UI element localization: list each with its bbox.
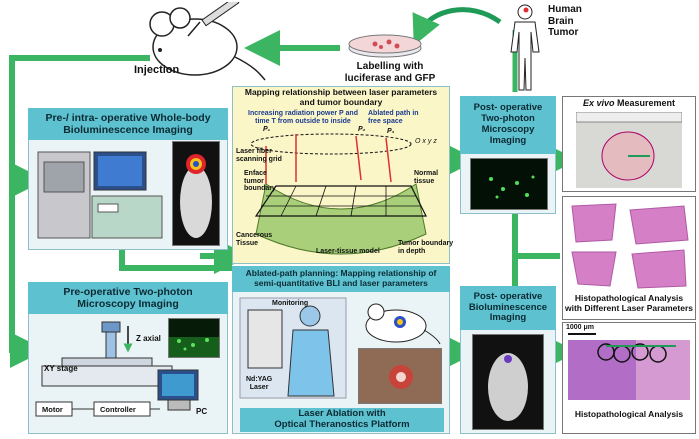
motor-label: Motor: [42, 405, 63, 414]
p1-label: P₁: [263, 126, 271, 133]
ex-vivo-title: Ex vivo Measurement: [582, 98, 676, 108]
histo-caption: Histopathological Analysis: [574, 409, 684, 419]
microscope-setup-illustration: [35, 321, 199, 417]
mapping-title: Mapping relationship between laser param…: [244, 87, 438, 107]
postop-bli-image: [472, 334, 544, 430]
right-bracket: [512, 210, 560, 300]
spine-arrow: [9, 55, 150, 368]
p3-label: P₃: [387, 128, 395, 135]
human-figure: [510, 4, 540, 91]
monitoring-label: Monitoring: [272, 300, 309, 307]
bli-imager-illustration: [37, 151, 163, 239]
injection-label: Injection: [134, 64, 180, 76]
histo-section-image: [568, 333, 690, 400]
xy-stage-label: XY stage: [44, 364, 78, 373]
human-to-dish-arrow: [412, 7, 502, 46]
ablation-planning-header: Ablated-path planning: Mapping relations…: [232, 266, 450, 292]
postop-2p-image: [470, 158, 548, 210]
ablation-mouse-icon: [365, 303, 441, 345]
bli-mouse-image: [172, 141, 220, 246]
z-axial-label: Z axial: [136, 334, 161, 343]
p2-label: P₂: [358, 126, 366, 133]
laser-tissue-model-label: Laser-tissue model: [316, 248, 380, 255]
petri-dish-icon: [348, 34, 422, 58]
ex-vivo-tumor-image: [576, 112, 682, 188]
surgeon-laser-illustration: [239, 297, 347, 399]
preop-2p-image: [168, 318, 220, 358]
ablation-wound-image: [358, 348, 442, 404]
left-bracket: [119, 245, 232, 271]
controller-label: Controller: [100, 405, 136, 414]
scale-bar-label: 1000 μm: [566, 324, 595, 331]
pc-label: PC: [196, 407, 208, 416]
laser-tissue-diagram: [250, 133, 427, 255]
histo-slices-image: [571, 203, 689, 289]
mouse-injection-illustration: [149, 2, 266, 81]
axes-label: O x y z: [415, 138, 437, 145]
